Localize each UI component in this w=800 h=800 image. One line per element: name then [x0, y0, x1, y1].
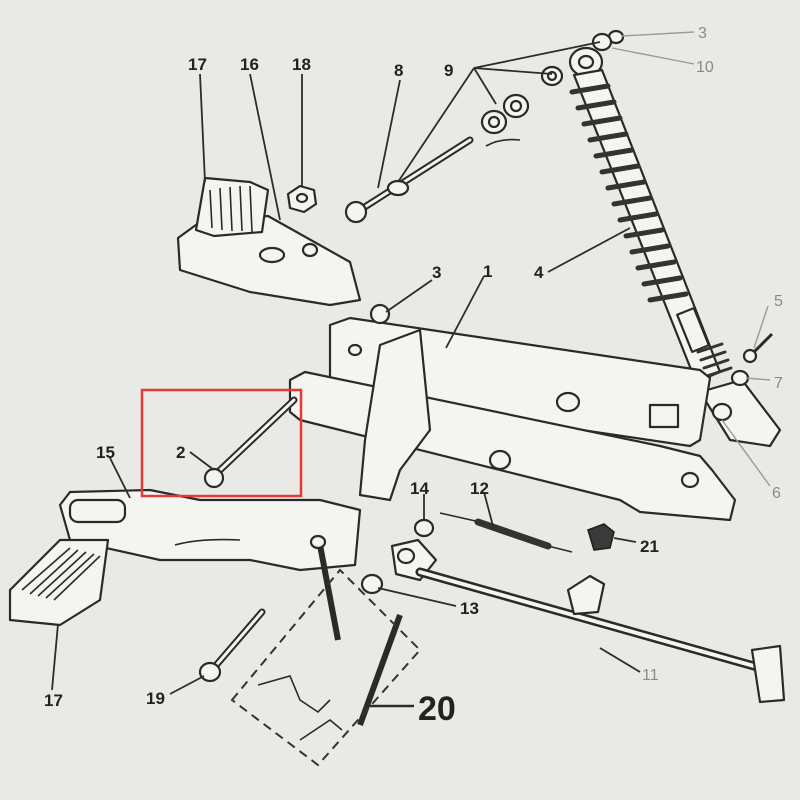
kit-20-box [230, 568, 422, 767]
highlight-box [140, 388, 303, 498]
swing-arm-frame [288, 316, 737, 522]
callout-3-top: 3 [698, 25, 707, 42]
side-stand [390, 538, 786, 704]
callout-5: 5 [774, 293, 783, 310]
bolt-19 [198, 608, 266, 683]
callout-8: 8 [394, 61, 403, 80]
callout-1: 1 [483, 262, 492, 281]
callout-6: 6 [772, 485, 781, 502]
leader-lines [51, 31, 771, 708]
callout-10: 10 [696, 59, 714, 76]
footrest-left [8, 488, 362, 627]
callout-18: 18 [292, 55, 311, 74]
callout-21: 21 [640, 537, 659, 556]
callout-12: 12 [470, 479, 489, 498]
callout-9: 9 [444, 61, 453, 80]
callout-19: 19 [146, 689, 165, 708]
callout-14: 14 [410, 479, 429, 498]
nut-18 [286, 184, 318, 214]
bolt-2 [203, 396, 298, 489]
bolt-5 [742, 332, 774, 364]
nut-3 [369, 303, 391, 325]
shock-absorber [568, 46, 782, 448]
washer-14 [413, 518, 435, 538]
spring-12 [439, 512, 573, 553]
callout-3-mid: 3 [432, 263, 441, 282]
callout-2: 2 [176, 443, 185, 462]
callout-7: 7 [774, 375, 783, 392]
top-washers [480, 29, 625, 147]
callout-16: 16 [240, 55, 259, 74]
clip-21 [587, 523, 615, 551]
callout-20: 20 [418, 690, 456, 728]
callout-13: 13 [460, 599, 479, 618]
pin-13 [309, 534, 403, 727]
callout-labels: 1 2 3 3 4 5 6 7 8 9 10 11 12 13 14 15 16… [44, 25, 783, 728]
callout-17-bottom: 17 [44, 691, 63, 710]
bolt-8 [344, 136, 474, 224]
shock-spring [569, 83, 689, 303]
callout-4: 4 [534, 263, 544, 282]
callout-15: 15 [96, 443, 115, 462]
callout-11: 11 [642, 667, 659, 684]
callout-17-top: 17 [188, 55, 207, 74]
footrest-top [176, 176, 362, 307]
